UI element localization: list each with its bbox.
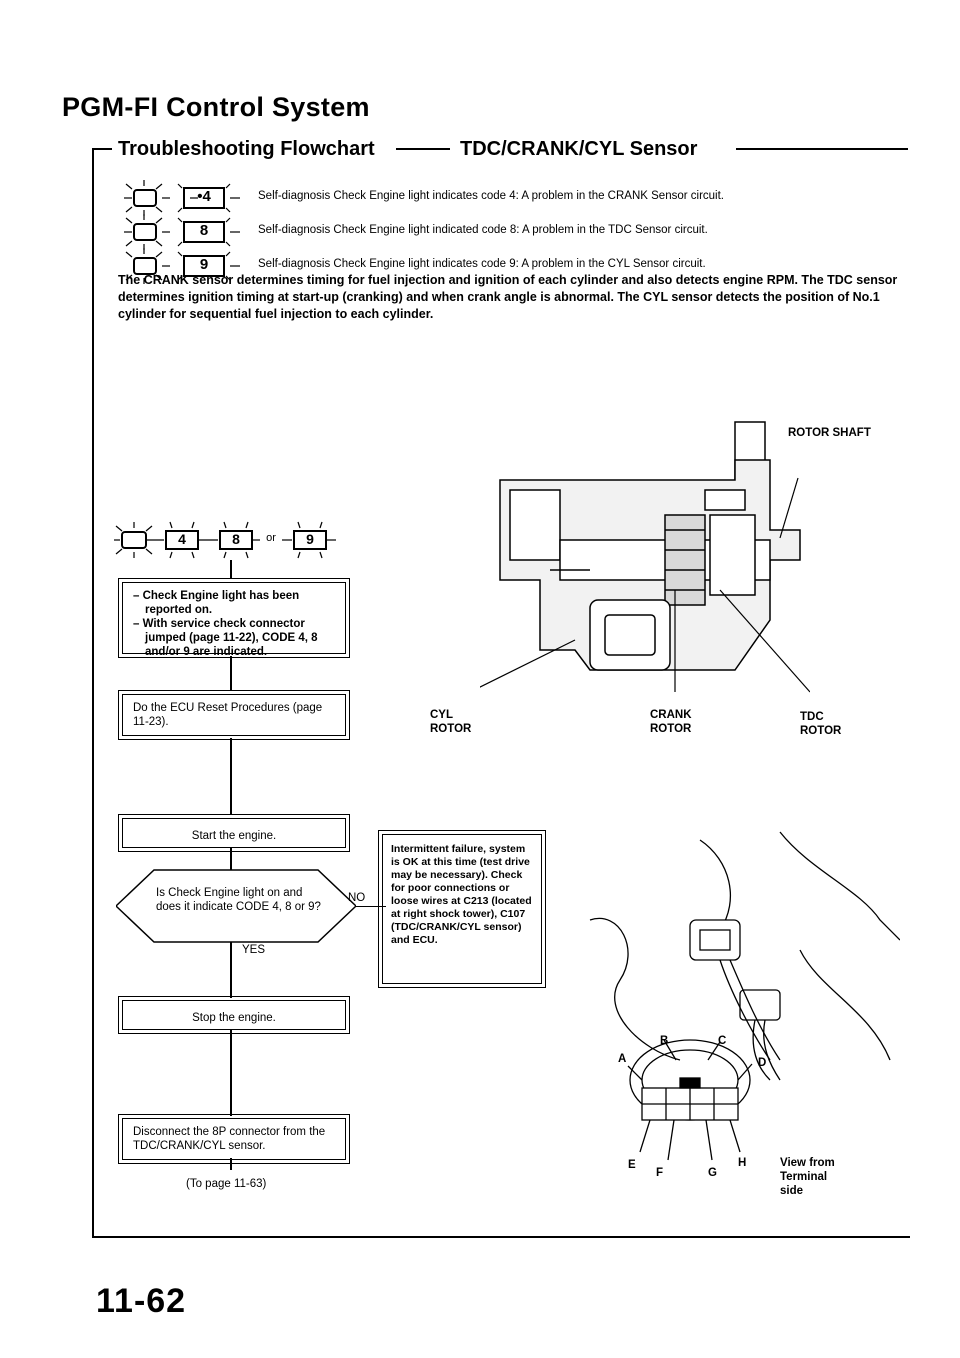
pin-label-h: H xyxy=(738,1157,747,1169)
label-rotor-shaft: ROTOR SHAFT xyxy=(788,427,871,439)
pin-label-b: B xyxy=(660,1035,669,1047)
flow-box-ecu-reset: Do the ECU Reset Procedures (page 11-23)… xyxy=(118,690,350,740)
label-cyl-rotor: CYL ROTOR xyxy=(430,709,472,735)
connector-illustration xyxy=(589,831,900,1161)
check-engine-blink-icon xyxy=(124,214,240,250)
code-row-9: 9 Self-diagnosis Check Engine light indi… xyxy=(118,246,918,286)
flow-connector xyxy=(230,738,232,814)
flow-connector xyxy=(230,942,232,998)
frame-bottom-rule xyxy=(92,1236,910,1238)
flow-yes-label: YES xyxy=(242,944,266,956)
frame-left-rule xyxy=(92,148,94,1238)
code-digit: •4 xyxy=(197,188,211,205)
pin-label-g: G xyxy=(708,1167,717,1179)
pin-label-f: F xyxy=(656,1167,664,1179)
subtitle-right: TDC/CRANK/CYL Sensor xyxy=(460,138,698,160)
combo-or: or xyxy=(266,532,276,544)
flow-connector xyxy=(230,560,232,578)
subhead-rule-mid xyxy=(396,148,450,150)
flow-box-intermittent: Intermittent failure, system is OK at th… xyxy=(378,830,546,988)
flow-box-start-engine: Start the engine. xyxy=(118,814,350,852)
check-engine-blink-icon xyxy=(124,180,240,216)
flow-decision-text: Is Check Engine light on and does it ind… xyxy=(156,887,321,913)
subhead-rule-right xyxy=(736,148,908,150)
sensor-cross-section-illustration xyxy=(480,421,810,693)
subhead-rule-left xyxy=(92,148,112,150)
flow-connector xyxy=(230,1030,232,1116)
flow-box-stop-engine: Stop the engine. xyxy=(118,996,350,1034)
flow-connector xyxy=(356,906,386,907)
combo-code-4: 4 xyxy=(178,531,186,547)
label-crank-rotor: CRANK ROTOR xyxy=(650,709,692,735)
check-engine-blink-icon xyxy=(125,248,240,284)
pin-label-a: A xyxy=(618,1053,627,1065)
code-digit: 9 xyxy=(199,256,209,273)
label-tdc-rotor: TDC ROTOR xyxy=(800,711,842,737)
flow-bullet: – Check Engine light has been reported o… xyxy=(133,590,300,616)
subtitle-left: Troubleshooting Flowchart xyxy=(118,138,375,160)
flow-bullet: – With service check connector jumped (p… xyxy=(133,618,318,658)
code-row-8: 8 Self-diagnosis Check Engine light indi… xyxy=(118,212,918,252)
pin-label-e: E xyxy=(628,1159,636,1171)
flow-decision-shape xyxy=(116,869,356,943)
code-description: Self-diagnosis Check Engine light indica… xyxy=(258,190,724,202)
code-description: Self-diagnosis Check Engine light indica… xyxy=(258,258,706,270)
flow-connector xyxy=(230,656,232,690)
check-engine-combo-icon xyxy=(114,521,336,559)
pin-label-d: D xyxy=(758,1057,767,1069)
code-digit: 8 xyxy=(199,222,209,239)
flow-no-label: NO xyxy=(348,892,366,904)
combo-code-9: 9 xyxy=(306,531,314,547)
code-row-4: •4 Self-diagnosis Check Engine light ind… xyxy=(118,178,918,218)
combo-code-indicator: 4 8 or 9 xyxy=(110,520,370,560)
flow-box-disconnect: Disconnect the 8P connector from the TDC… xyxy=(118,1114,350,1164)
page-number: 11-62 xyxy=(96,1282,187,1320)
flow-box-reported: – Check Engine light has been reported o… xyxy=(118,578,350,658)
pin-label-c: C xyxy=(718,1035,727,1047)
connector-view-label: View from Terminal side xyxy=(780,1157,835,1197)
to-page-ref: (To page 11-63) xyxy=(186,1178,267,1190)
flow-connector xyxy=(230,1158,232,1170)
flow-connector xyxy=(230,848,232,870)
page-title: PGM-FI Control System xyxy=(62,92,370,122)
intro-paragraph: The CRANK sensor determines timing for f… xyxy=(118,273,898,321)
combo-code-8: 8 xyxy=(232,531,240,547)
code-description: Self-diagnosis Check Engine light indica… xyxy=(258,224,708,236)
